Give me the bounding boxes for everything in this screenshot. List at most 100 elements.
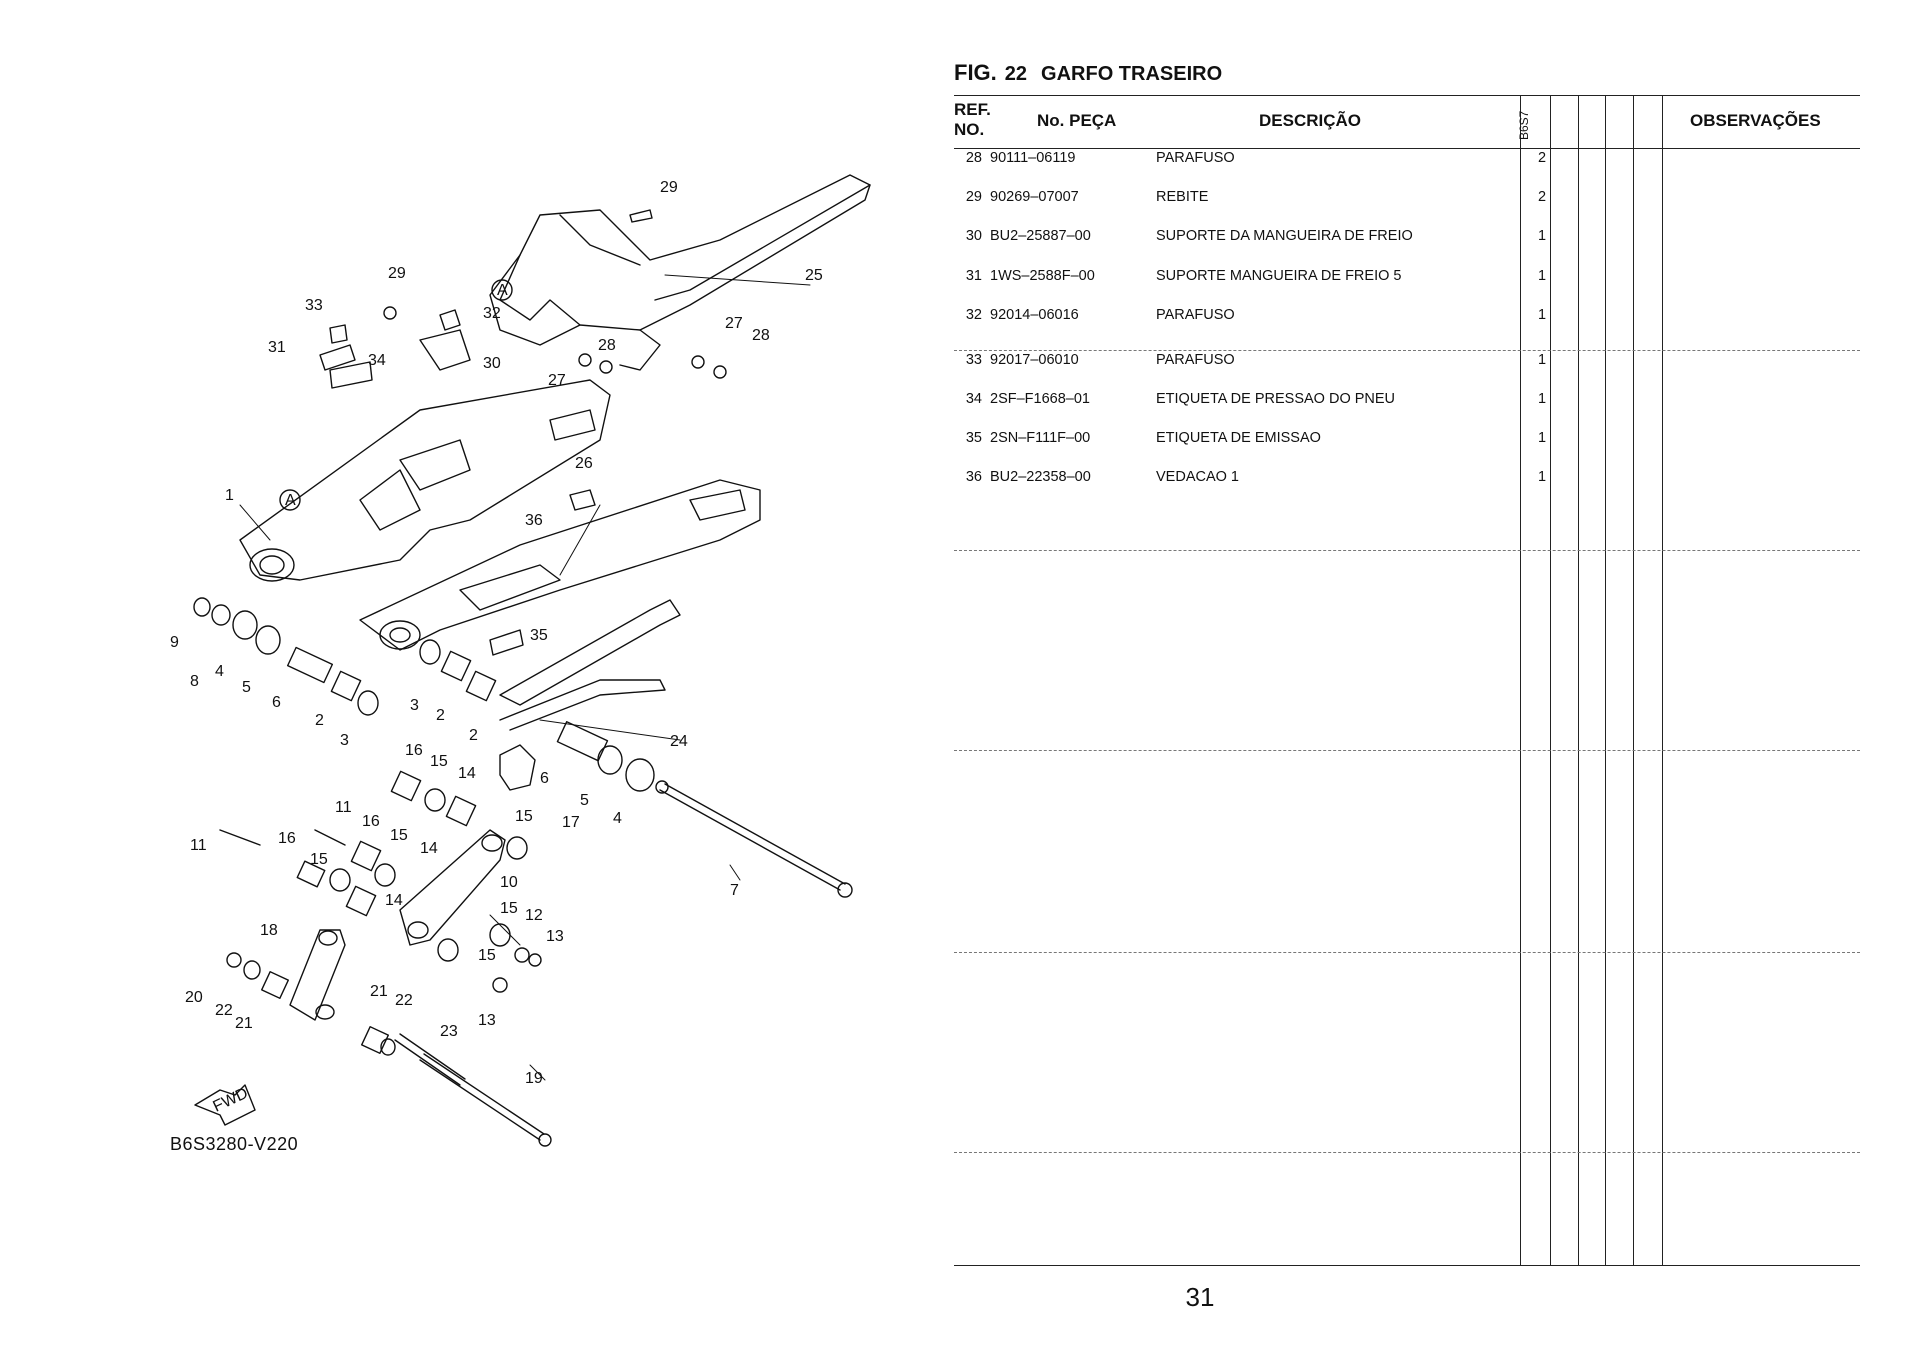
svg-text:35: 35 — [530, 627, 548, 644]
svg-text:6: 6 — [540, 770, 549, 787]
svg-text:27: 27 — [548, 372, 566, 389]
svg-text:29: 29 — [388, 265, 406, 282]
svg-text:12: 12 — [525, 907, 543, 924]
reference-marker-a: A A — [279, 279, 513, 511]
table-row: 30 BU2–25887–00 SUPORTE DA MANGUEIRA DE … — [954, 228, 1860, 248]
row-description: VEDACAO 1 — [1156, 469, 1239, 485]
svg-text:32: 32 — [483, 305, 501, 322]
svg-text:20: 20 — [185, 989, 203, 1006]
figure-label: FIG. — [954, 60, 997, 85]
svg-text:31: 31 — [268, 339, 286, 356]
header-model-code: B6S7 — [1517, 110, 1531, 140]
chain-guide-part — [499, 599, 681, 731]
svg-text:1: 1 — [225, 487, 234, 504]
row-part-number: 2SN–F111F–00 — [990, 430, 1091, 446]
table-row: 33 92017–06010 PARAFUSO 1 — [954, 352, 1860, 372]
row-separator — [954, 1152, 1860, 1153]
bearings-and-collars — [193, 597, 655, 1056]
row-ref: 33 — [965, 352, 982, 368]
row-separator — [954, 550, 1860, 551]
lower-axle-part — [419, 1053, 552, 1147]
row-quantity: 1 — [1537, 430, 1547, 446]
rear-fender-part — [489, 174, 871, 371]
page-number: 31 — [1185, 1282, 1215, 1312]
table-row: 35 2SN–F111F–00 ETIQUETA DE EMISSAO 1 — [954, 430, 1860, 450]
svg-text:4: 4 — [215, 663, 224, 680]
diagram-code: B6S3280-V220 — [170, 1134, 298, 1154]
row-description: PARAFUSO — [1156, 307, 1235, 323]
header-bottom-rule — [954, 148, 1860, 149]
small-fasteners — [319, 209, 727, 656]
svg-text:18: 18 — [260, 922, 278, 939]
svg-text:28: 28 — [752, 327, 770, 344]
table-row: 28 90111–06119 PARAFUSO 2 — [954, 150, 1860, 170]
svg-text:15: 15 — [310, 851, 328, 868]
row-quantity: 1 — [1537, 268, 1547, 284]
row-ref: 28 — [965, 150, 982, 166]
row-separator — [954, 952, 1860, 953]
row-part-number: 90111–06119 — [990, 150, 1076, 166]
svg-text:34: 34 — [368, 352, 386, 369]
header-part-no: No. PEÇA — [1037, 111, 1117, 130]
callout-leaders — [239, 274, 811, 1081]
svg-text:2: 2 — [469, 727, 478, 744]
row-quantity: 1 — [1537, 307, 1547, 323]
svg-text:A: A — [497, 282, 508, 299]
swingarm-main-body — [239, 379, 611, 582]
svg-text:8: 8 — [190, 673, 199, 690]
row-description: PARAFUSO — [1156, 352, 1235, 368]
header-observations: OBSERVAÇÕES — [1690, 111, 1821, 130]
svg-text:23: 23 — [440, 1023, 458, 1040]
swingarm-lower-arm — [359, 479, 761, 651]
row-quantity: 1 — [1537, 228, 1547, 244]
row-quantity: 1 — [1537, 352, 1547, 368]
callout-numbers: 1 2 2 2 3 3 4 4 5 5 6 6 7 8 9 10 11 11 1… — [170, 179, 823, 1087]
row-separator — [954, 350, 1860, 351]
row-quantity: 1 — [1537, 469, 1547, 485]
svg-text:36: 36 — [525, 512, 543, 529]
column-divider — [1662, 95, 1663, 1265]
column-divider — [1520, 95, 1521, 1265]
svg-text:13: 13 — [478, 1012, 496, 1029]
table-bottom-rule — [954, 1265, 1860, 1266]
svg-text:14: 14 — [458, 765, 476, 782]
row-part-number: 2SF–F1668–01 — [990, 391, 1090, 407]
relay-rod-part — [394, 1033, 466, 1086]
column-divider — [1605, 95, 1606, 1265]
row-quantity: 1 — [1537, 391, 1547, 407]
svg-text:29: 29 — [660, 179, 678, 196]
svg-text:17: 17 — [562, 814, 580, 831]
svg-text:14: 14 — [420, 840, 438, 857]
row-ref: 34 — [965, 391, 982, 407]
table-top-rule — [954, 95, 1860, 96]
row-separator — [954, 750, 1860, 751]
svg-text:9: 9 — [170, 634, 179, 651]
svg-text:4: 4 — [613, 810, 622, 827]
column-divider — [1578, 95, 1579, 1265]
figure-title: FIG. 22 GARFO TRASEIRO — [954, 60, 1222, 86]
svg-text:27: 27 — [725, 315, 743, 332]
svg-text:15: 15 — [478, 947, 496, 964]
column-divider — [1550, 95, 1551, 1265]
table-row: 36 BU2–22358–00 VEDACAO 1 1 — [954, 469, 1860, 489]
svg-text:19: 19 — [525, 1070, 543, 1087]
row-description: PARAFUSO — [1156, 150, 1235, 166]
row-description: ETIQUETA DE PRESSAO DO PNEU — [1156, 391, 1396, 407]
svg-text:33: 33 — [305, 297, 323, 314]
figure-name: GARFO TRASEIRO — [1041, 63, 1223, 85]
row-ref: 29 — [965, 189, 982, 205]
row-quantity: 2 — [1537, 189, 1547, 205]
svg-text:2: 2 — [315, 712, 324, 729]
row-ref: 35 — [965, 430, 982, 446]
svg-text:13: 13 — [546, 928, 564, 945]
svg-text:11: 11 — [335, 799, 352, 816]
svg-text:5: 5 — [242, 679, 251, 696]
row-ref: 31 — [965, 268, 982, 284]
svg-text:15: 15 — [515, 808, 533, 825]
row-description: SUPORTE DA MANGUEIRA DE FREIO — [1156, 228, 1413, 244]
relay-arm-part — [399, 829, 506, 946]
svg-text:11: 11 — [190, 837, 207, 854]
figure-number: 22 — [1004, 63, 1028, 85]
svg-text:6: 6 — [272, 694, 281, 711]
